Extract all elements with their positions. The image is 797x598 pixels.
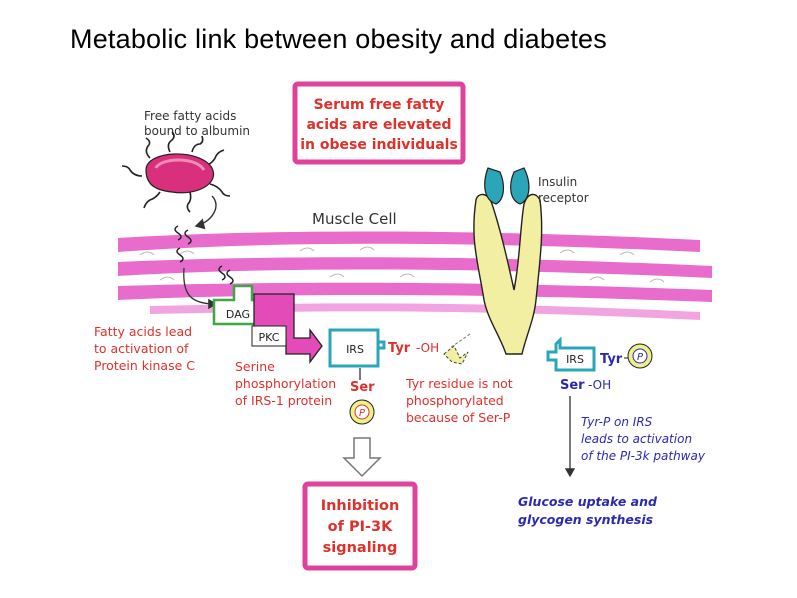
fa-lead-line-1: Fatty acids lead: [94, 324, 192, 339]
serum-line-2: acids are elevated: [306, 117, 451, 133]
irs-right-label: IRS: [566, 353, 584, 366]
down-hollow-arrow-icon: [342, 437, 382, 478]
fa-lead-line-2: to activation of: [94, 341, 189, 356]
failed-tyr-p-icon: [443, 345, 469, 365]
serum-ffa-box: Serum free fatty acids are elevated in o…: [292, 81, 466, 165]
glucose-label: Glucose uptake and glycogen synthesis: [518, 494, 658, 527]
tyr-right-label: Tyr: [600, 352, 623, 367]
ffa-albumin-label: Free fatty acids bound to albumin: [144, 109, 250, 138]
serum-line-1: Serum free fatty: [314, 97, 445, 113]
tyr-not-line-1: Tyr residue is not: [405, 376, 513, 391]
insulin-receptor-line-2: receptor: [538, 191, 589, 205]
tyr-not-line-3: because of Ser-P: [406, 410, 511, 425]
ser-right-label: Ser: [560, 378, 585, 393]
tyr-not-line-2: phosphorylated: [406, 393, 504, 408]
irs-right-box: IRS: [546, 336, 596, 372]
tyrp-irs-line-3: of the PI-3k pathway: [581, 449, 706, 463]
phosphate-left-icon: P: [349, 399, 375, 425]
ser-left-label: Ser: [350, 380, 375, 395]
pkc-label: PKC: [259, 331, 280, 344]
irs-left-box: IRS: [328, 328, 386, 368]
ffa-albumin-line-2: bound to albumin: [144, 124, 250, 138]
dag-label: DAG: [226, 308, 250, 321]
serine-phos-line-3: of IRS-1 protein: [235, 393, 332, 408]
dag-box: DAG: [212, 284, 264, 326]
phosphate-right-icon: P: [627, 343, 653, 369]
tyrp-irs-line-1: Tyr-P on IRS: [581, 415, 653, 429]
insulin-receptor-icon: [473, 167, 543, 355]
serine-phos-line-1: Serine: [235, 359, 275, 374]
inhibition-line-2: of PI-3K: [328, 519, 393, 535]
glucose-line-1: Glucose uptake and: [518, 494, 658, 509]
serum-line-3: in obese individuals: [300, 137, 458, 153]
muscle-cell-label: Muscle Cell: [312, 210, 397, 228]
albumin-blob-icon: [121, 131, 231, 213]
tyr-left-label: Tyr: [388, 341, 411, 356]
tyrp-irs-line-2: leads to activation: [581, 432, 692, 446]
insulin-receptor-line-1: Insulin: [538, 175, 577, 189]
irs-left-label: IRS: [346, 343, 364, 356]
fa-lead-line-3: Protein kinase C: [94, 358, 195, 373]
fatty-acid-squiggle-icon: [174, 225, 234, 285]
oh-right-label: -OH: [588, 378, 611, 392]
p-right-label: P: [637, 352, 644, 363]
membrane-band-1: [118, 231, 700, 252]
oh-left-label: -OH: [416, 341, 439, 355]
p-left-label: P: [359, 408, 366, 419]
ffa-albumin-line-1: Free fatty acids: [144, 109, 236, 123]
membrane-band-2: [118, 257, 712, 278]
fa-lead-label: Fatty acids lead to activation of Protei…: [94, 324, 195, 373]
inhibition-box: Inhibition of PI-3K signaling: [302, 481, 418, 571]
membrane-band-3: [118, 282, 712, 302]
tyrp-irs-label: Tyr-P on IRS leads to activation of the …: [581, 415, 706, 463]
receptor-dashed-link: [449, 333, 471, 349]
glucose-line-2: glycogen synthesis: [518, 512, 653, 527]
cell-membrane: [118, 231, 712, 320]
ffa-to-membrane-arrow: [194, 195, 217, 230]
membrane-lipid-tails: [139, 246, 665, 283]
inhibition-line-1: Inhibition: [321, 498, 400, 514]
insulin-receptor-label: Insulin receptor: [538, 175, 589, 205]
inhibition-line-3: signaling: [323, 540, 398, 556]
fa-to-dag-arrow: [183, 267, 218, 310]
pkc-arrow-icon: PKC: [251, 293, 323, 364]
serine-phos-line-2: phosphorylation: [235, 376, 336, 391]
page-title: Metabolic link between obesity and diabe…: [70, 24, 607, 54]
tyr-not-label: Tyr residue is not phosphorylated becaus…: [405, 376, 513, 425]
serine-phos-label: Serine phosphorylation of IRS-1 protein: [235, 359, 336, 408]
